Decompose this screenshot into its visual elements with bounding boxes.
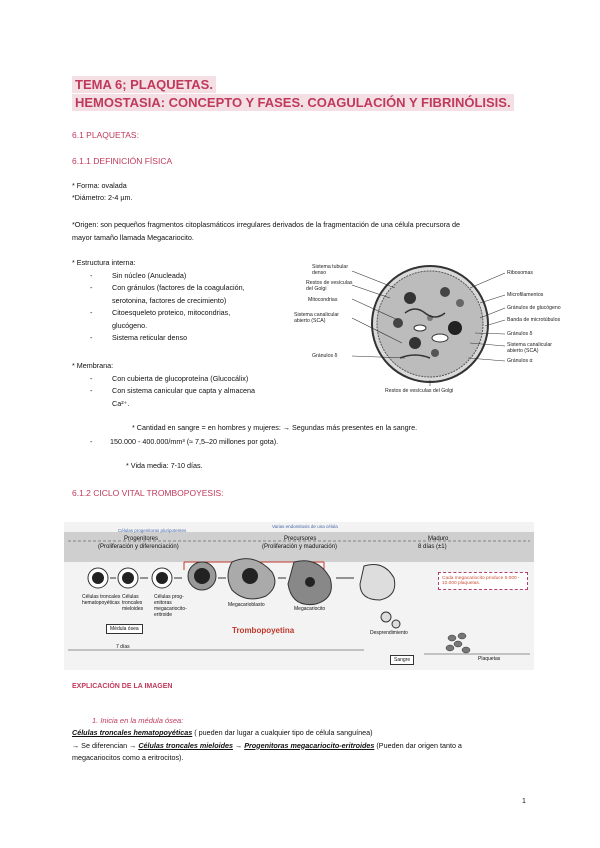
progenitoras: Progenitoras megacariocito-eritroides	[244, 740, 375, 750]
origen-text: *Origen: son pequeños fragmentos citopla…	[72, 219, 542, 244]
label-progenitores: Progenitores	[124, 536, 159, 542]
membrana-item: Con cubierta de glucoproteína (Glucocáli…	[72, 373, 292, 386]
origen-line-1: *Origen: son pequeños fragmentos citopla…	[72, 220, 460, 229]
title-hemostasia: HEMOSTASIA: CONCEPTO Y FASES. COAGULACIÓ…	[72, 94, 514, 111]
section-plaquetas: 6.1 PLAQUETAS:	[72, 130, 139, 140]
note-box: Cada megacariocito produce 5.000 - 10.00…	[438, 572, 528, 590]
label-troncales-hemato: Células troncales hematopoyéticas	[82, 594, 121, 606]
label-granulos-d: Gránulos δ	[507, 331, 533, 337]
page-number: 1	[522, 798, 526, 805]
estructura-item: Sistema reticular denso	[72, 332, 292, 345]
line-2-c: →	[233, 740, 245, 750]
explicacion-heading: EXPLICACIÓN DE LA IMAGEN	[72, 683, 173, 690]
label-maduro: Maduro	[428, 536, 449, 542]
vida-text: * Vida media: 7-10 días.	[126, 461, 203, 470]
diametro-text: *Diámetro: 2-4 µm.	[72, 193, 133, 202]
label-ribosomas: Ribosomas	[507, 270, 533, 276]
line-2-a: → Se diferencian →	[72, 740, 139, 750]
line-1-rest: ( pueden dar lugar a cualquier tipo de c…	[192, 728, 373, 737]
membrana-title: * Membrana:	[72, 361, 114, 370]
label-golgi: Restos de vesículas del Golgi	[306, 280, 353, 292]
estructura-item: Sin núcleo (Anucleada)	[72, 270, 292, 283]
label-microfilamentos: Microfilamentos	[507, 292, 544, 298]
label-plaquetas: Plaquetas	[478, 656, 501, 662]
annot-progenitoras: Células progenitoras pluripotentes	[118, 528, 187, 533]
line-1: Células troncales hematopoyéticas ( pued…	[72, 727, 542, 740]
line-2: → Se diferencian → Células troncales mie…	[72, 740, 542, 753]
explicacion-text: Células troncales hematopoyéticas ( pued…	[72, 727, 542, 765]
line-2-e: (Pueden dar origen tanto a	[374, 740, 462, 750]
label-progenitores-sub: (Proliferación y diferenciación)	[98, 544, 179, 550]
section-definicion: 6.1.1 DEFINICIÓN FÍSICA	[72, 156, 173, 166]
title-tema: TEMA 6; PLAQUETAS.	[72, 76, 216, 93]
estructura-item: Con gránulos (factores de la coagulación…	[72, 282, 292, 295]
rango-text: 150.000 - 400.000/mm³ (≈ 7,5–20 millones…	[110, 437, 279, 446]
label-microtubulos: Banda de microtúbulos	[507, 317, 561, 323]
label-megacariocito: Megacariocito	[294, 606, 326, 612]
forma-text: * Forma: ovalada	[72, 181, 127, 190]
label-tubular: Sistema tubular denso	[312, 264, 349, 276]
label-desprendimiento: Desprendimiento	[370, 630, 408, 636]
label-sca: Sistema canalicular abierto (SCA)	[294, 312, 339, 324]
label-golgi-bottom: Restos de vesículas del Golgi	[385, 388, 454, 394]
estructura-block: * Estructura interna: Sin núcleo (Anucle…	[72, 257, 292, 345]
membrana-block: * Membrana: Con cubierta de glucoproteín…	[72, 360, 292, 410]
label-troncales-mieloides: Células troncales mieloides	[122, 594, 144, 612]
annot-endomitosis: Varias endomitosis de una célula	[272, 524, 338, 529]
label-mitocondrias: Mitocondrias	[308, 297, 338, 303]
membrana-item-cont: Ca²⁺.	[112, 398, 130, 408]
label-medula-osea: Médula ósea	[106, 624, 143, 634]
label-megacarioblasto: Megacarioblasto	[228, 602, 265, 608]
cantidad-text: * Cantidad en sangre = en hombres y muje…	[132, 423, 418, 432]
label-granulos-a: Gránulos α	[507, 358, 533, 364]
label-sca-r: Sistema canalicular abierto (SCA)	[507, 342, 552, 354]
estructura-item-cont: serotonina, factores de crecimiento)	[112, 295, 227, 305]
label-trombopoyetina: Trombopoyetina	[232, 626, 295, 635]
item-1: 1. Inicia en la médula ósea:	[92, 716, 184, 725]
estructura-item-cont: glucógeno.	[112, 320, 148, 330]
trombopoyesis-figure: Células progenitoras pluripotentes Varia…	[64, 522, 534, 670]
label-glucogeno: Gránulos de glucógeno	[507, 305, 561, 311]
label-progenitoras: Células prog-enitoras megacariocito-erit…	[154, 594, 187, 618]
celulas-mieloides: Células troncales mieloides	[138, 740, 234, 750]
membrana-item: Con sistema canicular que capta y almace…	[72, 385, 292, 398]
label-maduro-sub: 8 días (±1)	[418, 544, 447, 550]
header-band	[64, 532, 534, 562]
celulas-hemato: Células troncales hematopoyéticas	[72, 728, 193, 737]
origen-line-2: mayor tamaño llamada Megacariocito.	[72, 232, 194, 242]
label-granulos: Gránulos δ	[312, 353, 338, 359]
section-ciclo: 6.1.2 CICLO VITAL TROMBOPOYESIS:	[72, 488, 224, 498]
line-3: megacariocitos como a eritrocitos).	[72, 753, 184, 762]
cycle-illustration	[68, 540, 530, 655]
label-precursores-sub: (Proliferación y maduración)	[262, 544, 338, 550]
platelet-illustration	[351, 265, 506, 386]
label-7-dias: 7 días	[116, 644, 130, 650]
platelet-diagram: Sistema tubular denso Restos de vesícula…	[290, 258, 570, 406]
estructura-title: * Estructura interna:	[72, 258, 136, 267]
rango-dash: -	[90, 437, 93, 446]
label-precursores: Precursores	[284, 536, 317, 542]
estructura-item: Citoesqueleto proteico, mitocondrias,	[72, 307, 292, 320]
label-sangre: Sangre	[390, 655, 415, 665]
